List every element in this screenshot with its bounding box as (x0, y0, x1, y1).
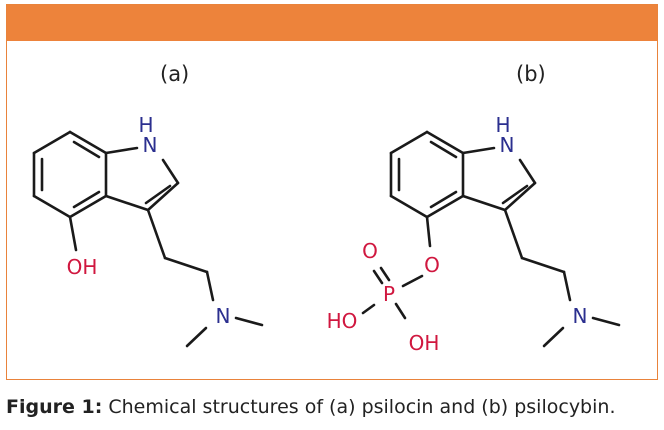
bond (542, 326, 565, 348)
bond (104, 194, 150, 212)
bond (425, 215, 432, 248)
bond (591, 316, 621, 327)
bond (205, 270, 215, 302)
bond (389, 130, 429, 155)
bond (361, 303, 376, 315)
figure-frame (6, 4, 658, 380)
bond (144, 184, 172, 205)
atom-n-amine: N (573, 304, 588, 328)
bond (429, 190, 458, 209)
bond (161, 158, 180, 185)
atom-o-ester: O (424, 253, 440, 277)
atom-n: N (143, 133, 158, 157)
bond (461, 194, 507, 212)
bond (163, 256, 209, 274)
atom-oh: OH (67, 255, 98, 279)
bond (68, 215, 78, 252)
bond (72, 140, 101, 159)
atom-n: N (500, 133, 515, 157)
panel-label-a: (a) (160, 62, 190, 86)
atom-h: H (138, 113, 153, 137)
bond (425, 130, 465, 155)
bond (401, 274, 424, 288)
bond (518, 158, 537, 185)
bond (146, 181, 180, 212)
bond (562, 270, 572, 302)
bond (146, 208, 167, 260)
bond (32, 130, 72, 155)
bond (461, 146, 496, 155)
bond (72, 190, 101, 209)
bond (379, 266, 391, 282)
bond (68, 130, 108, 155)
bond (234, 316, 264, 327)
bond (501, 184, 529, 205)
atom-o-double: O (362, 239, 378, 263)
bond (68, 194, 108, 219)
bond (503, 208, 524, 260)
bond (503, 181, 537, 212)
bond (429, 140, 458, 159)
caption-text: Chemical structures of (a) psilocin and … (102, 396, 616, 418)
figure-caption: Figure 1: Chemical structures of (a) psi… (6, 396, 615, 418)
atom-ho: HO (327, 309, 358, 333)
bond (185, 326, 208, 348)
bond (372, 269, 384, 285)
atom-oh: OH (409, 331, 440, 355)
bond (104, 146, 139, 155)
bond (394, 302, 407, 320)
bond (389, 194, 429, 219)
caption-lead: Figure 1: (6, 396, 103, 418)
bond (425, 194, 465, 219)
bond (32, 194, 72, 219)
atom-h: H (495, 113, 510, 137)
header-bar (7, 5, 657, 41)
atom-p: P (383, 282, 395, 306)
atom-n-amine: N (216, 304, 231, 328)
bond (520, 256, 566, 274)
panel-label-b: (b) (516, 62, 546, 86)
